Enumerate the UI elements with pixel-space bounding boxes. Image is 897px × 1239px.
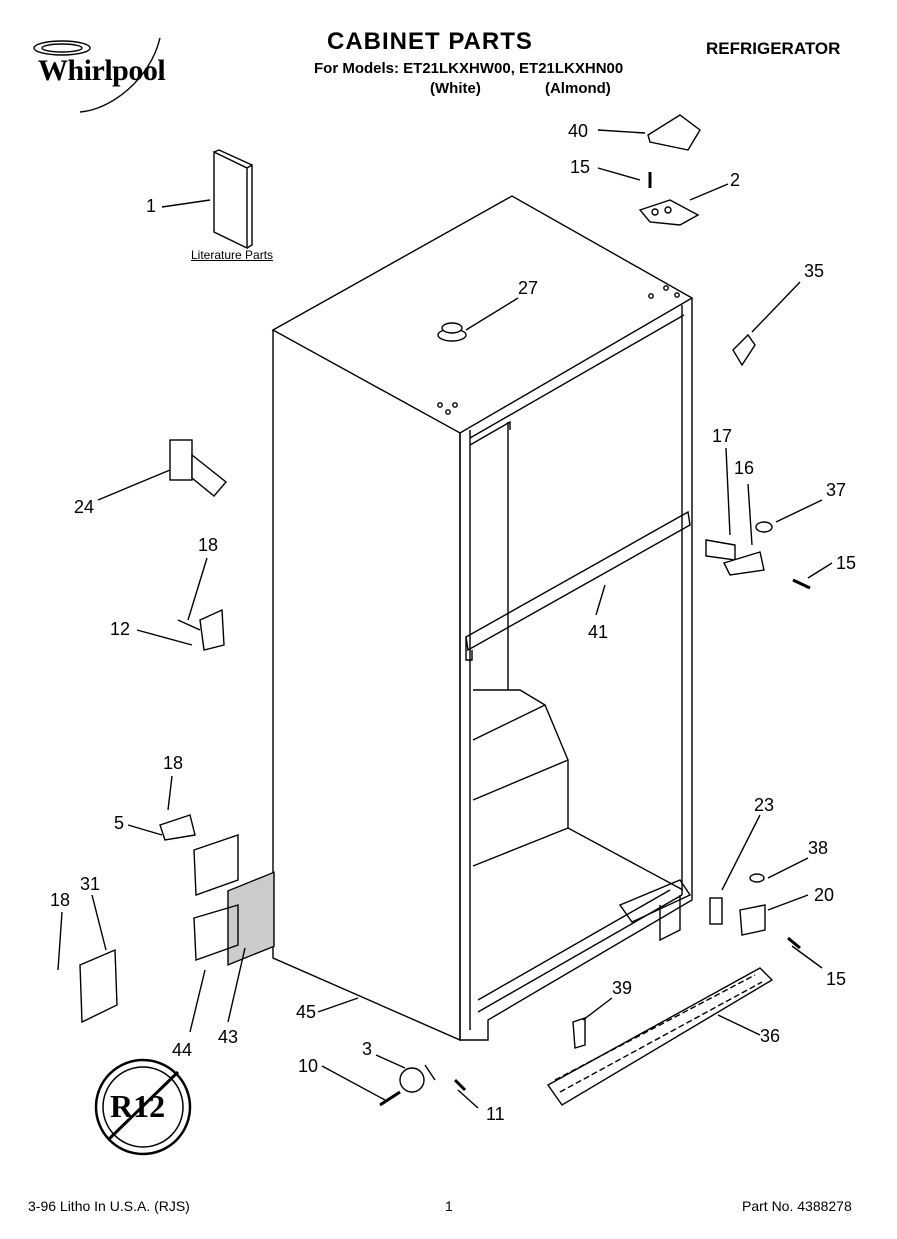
callout-label: 38	[808, 838, 829, 858]
callout-label: 12	[110, 619, 131, 639]
part-3-leveler	[379, 1064, 467, 1107]
literature-booklet	[213, 149, 253, 250]
callout-label: 36	[760, 1026, 781, 1046]
part-5-bracket	[159, 814, 239, 961]
literature-parts-label: Literature Parts	[191, 248, 274, 262]
part-24-handle-bolt	[169, 439, 228, 497]
callout-label: 18	[198, 535, 219, 555]
callout-label: 44	[172, 1040, 193, 1060]
part-2-top-hinge	[638, 199, 700, 226]
callout-label: 45	[296, 1002, 317, 1022]
part-17-16-mid-hinge	[705, 521, 773, 576]
callout-label: 37	[826, 480, 847, 500]
callout-label: 1	[146, 196, 157, 216]
callout-label: 16	[734, 458, 755, 478]
brand-logo: Whirlpool	[38, 54, 166, 87]
callout-label: 40	[568, 121, 589, 141]
callout-label: 10	[298, 1056, 319, 1076]
callout-label: 43	[218, 1027, 239, 1047]
part-31-cover	[79, 948, 118, 1024]
callout-label: 27	[518, 278, 539, 298]
part-27-plug	[437, 322, 467, 342]
footer-litho: 3-96 Litho In U.S.A. (RJS)	[28, 1198, 190, 1214]
page-title: CABINET PARTS	[327, 28, 533, 55]
callout-label: 41	[588, 622, 609, 642]
callout-label: 2	[730, 170, 741, 190]
model-variants: (White) (Almond)	[430, 80, 611, 97]
product-category: REFRIGERATOR	[706, 39, 841, 58]
no-r12-stamp	[94, 1058, 192, 1156]
callout-label: 23	[754, 795, 775, 815]
callout-leaders	[57, 129, 833, 1109]
callout-label: 5	[114, 813, 125, 833]
part-35-stop	[732, 333, 756, 367]
insulation-pad	[227, 871, 275, 966]
callout-label: 35	[804, 261, 825, 281]
callout-label: 15	[570, 157, 591, 177]
callout-label: 18	[163, 753, 184, 773]
part-36-toe-grille	[546, 967, 774, 1106]
footer-page-number: 1	[445, 1198, 453, 1214]
part-39-clip	[572, 1017, 586, 1049]
model-list: For Models: ET21LKXHW00, ET21LKXHN00	[314, 60, 624, 77]
refrigerator-cabinet	[271, 195, 694, 1042]
callout-label: 15	[826, 969, 847, 989]
callout-label: 17	[712, 426, 733, 446]
r12-stamp-text: R12	[110, 1088, 166, 1124]
callout-label: 24	[74, 497, 95, 517]
callout-label: 31	[80, 874, 101, 894]
part-12-bracket	[177, 608, 225, 651]
callout-label: 15	[836, 553, 857, 573]
part-15-screws	[648, 172, 811, 950]
callout-label: 39	[612, 978, 633, 998]
callout-label: 20	[814, 885, 835, 905]
callout-label: 3	[362, 1039, 373, 1059]
part-23-20-bottom-hinge	[709, 873, 766, 936]
part-40-hinge-cover	[647, 114, 701, 151]
callout-label: 11	[486, 1104, 505, 1124]
footer-part-number: Part No. 4388278	[742, 1198, 852, 1214]
callout-label: 18	[50, 890, 71, 910]
whirlpool-logo-mark	[33, 37, 161, 113]
